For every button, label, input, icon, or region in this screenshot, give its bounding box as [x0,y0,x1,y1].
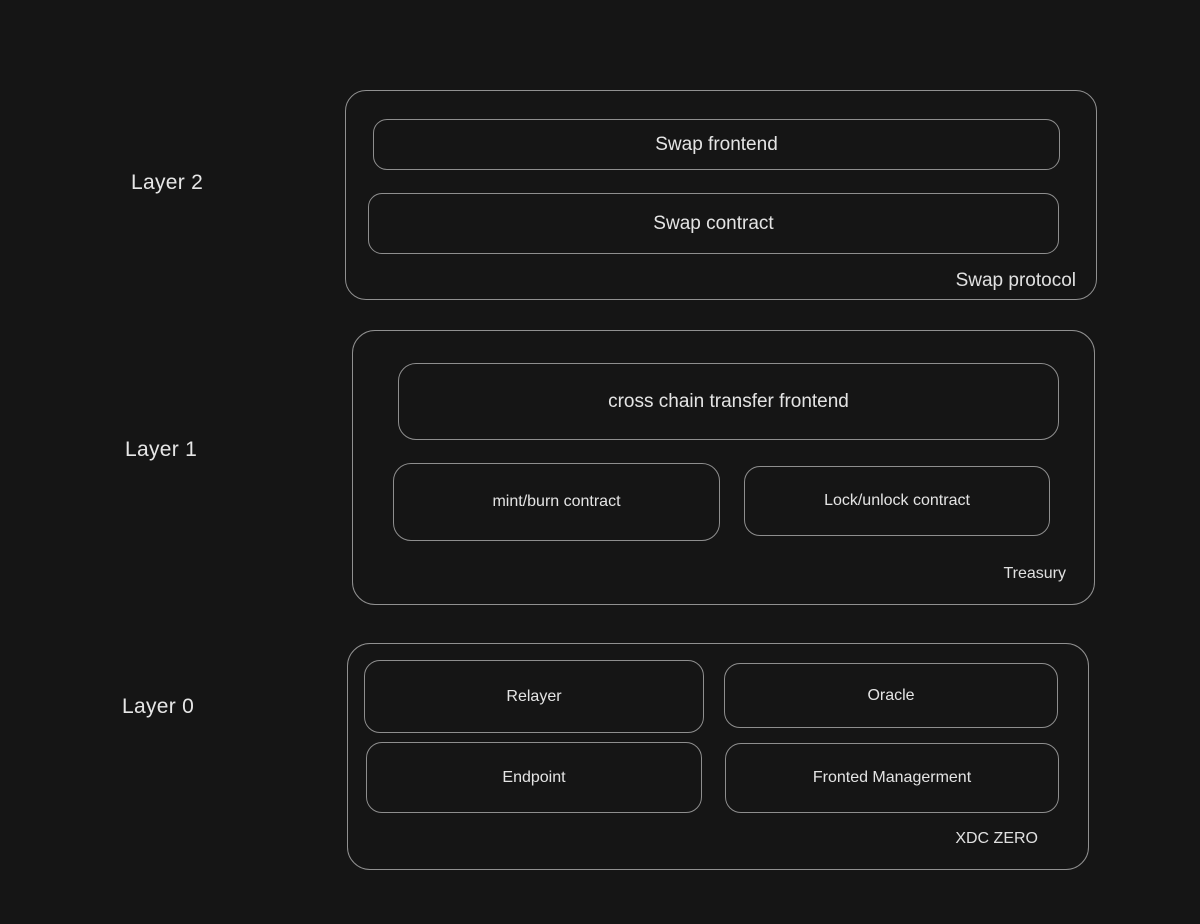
layer-1-label: Layer 1 [125,438,198,461]
fronted-managerment-node: Fronted Managerment [725,743,1059,813]
relayer-node-label: Relayer [506,687,562,705]
lock-unlock-contract-node: Lock/unlock contract [744,466,1050,536]
fronted-managerment-node-label: Fronted Managerment [812,769,972,786]
swap-contract-node: Swap contract [368,193,1059,254]
xdc-zero-group-label: XDC ZERO [955,830,1038,847]
xdc-zero-group: Relayer Oracle Endpoint Fronted Managerm… [347,643,1089,870]
treasury-group-label: Treasury [1003,565,1066,582]
swap-contract-node-label: Swap contract [653,212,774,234]
swap-protocol-group: Swap frontend Swap contract Swap protoco… [345,90,1097,300]
cross-chain-transfer-frontend-node-label: cross chain transfer frontend [608,390,849,412]
lock-unlock-contract-node-label: Lock/unlock contract [824,492,970,509]
layer-2-label: Layer 2 [131,171,204,194]
endpoint-node: Endpoint [366,742,702,813]
swap-protocol-group-label: Swap protocol [955,270,1076,291]
oracle-node: Oracle [724,663,1058,728]
layer-0-label: Layer 0 [122,695,195,718]
swap-frontend-node-label: Swap frontend [655,133,778,155]
mint-burn-contract-node: mint/burn contract [393,463,720,541]
endpoint-node-label: Endpoint [502,768,566,786]
mint-burn-contract-node-label: mint/burn contract [492,493,621,510]
cross-chain-transfer-frontend-node: cross chain transfer frontend [398,363,1059,440]
oracle-node-label: Oracle [867,686,915,704]
treasury-group: cross chain transfer frontend mint/burn … [352,330,1095,605]
relayer-node: Relayer [364,660,704,733]
swap-frontend-node: Swap frontend [373,119,1060,170]
